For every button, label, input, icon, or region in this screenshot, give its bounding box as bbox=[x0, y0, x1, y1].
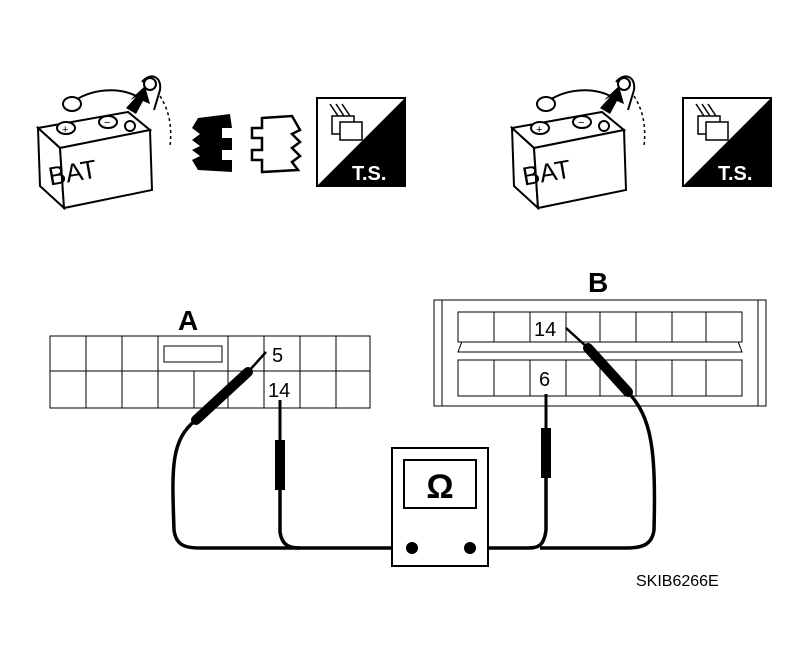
ts-label-right: T.S. bbox=[718, 163, 752, 185]
connector-a bbox=[49, 335, 371, 409]
svg-text:−: − bbox=[578, 117, 584, 129]
probe-lead-a-pin-14 bbox=[275, 400, 301, 550]
battery-disconnect-icon-left: + − bbox=[35, 75, 172, 211]
connector-b-pin-14: 14 bbox=[534, 319, 556, 341]
svg-text:−: − bbox=[104, 117, 110, 129]
connector-a-pin-5: 5 bbox=[272, 345, 283, 367]
ts-label-left: T.S. bbox=[352, 163, 386, 185]
tool-ts-icon-left bbox=[316, 97, 406, 187]
figure-code: SKIB6266E bbox=[636, 573, 719, 590]
connector-a-pin-14: 14 bbox=[268, 380, 290, 402]
connector-b bbox=[433, 299, 767, 407]
meter-terminal-right bbox=[464, 542, 476, 554]
probe-lead-b-pin-6 bbox=[470, 394, 551, 550]
probe-lead-b-pin-14 bbox=[540, 327, 657, 550]
ohm-symbol: Ω bbox=[426, 468, 453, 506]
tool-ts-icon-right bbox=[682, 97, 772, 187]
battery-disconnect-icon-right: + − bbox=[509, 75, 646, 211]
connector-b-pin-6: 6 bbox=[539, 369, 550, 391]
probe-lead-a-pin-5 bbox=[171, 351, 412, 550]
svg-text:+: + bbox=[536, 124, 542, 136]
svg-text:+: + bbox=[62, 124, 68, 136]
connector-a-label: A bbox=[178, 305, 198, 336]
connector-disconnect-icon bbox=[192, 114, 302, 174]
meter-terminal-left bbox=[406, 542, 418, 554]
ohmmeter bbox=[391, 447, 489, 567]
connector-b-label: B bbox=[588, 267, 608, 298]
